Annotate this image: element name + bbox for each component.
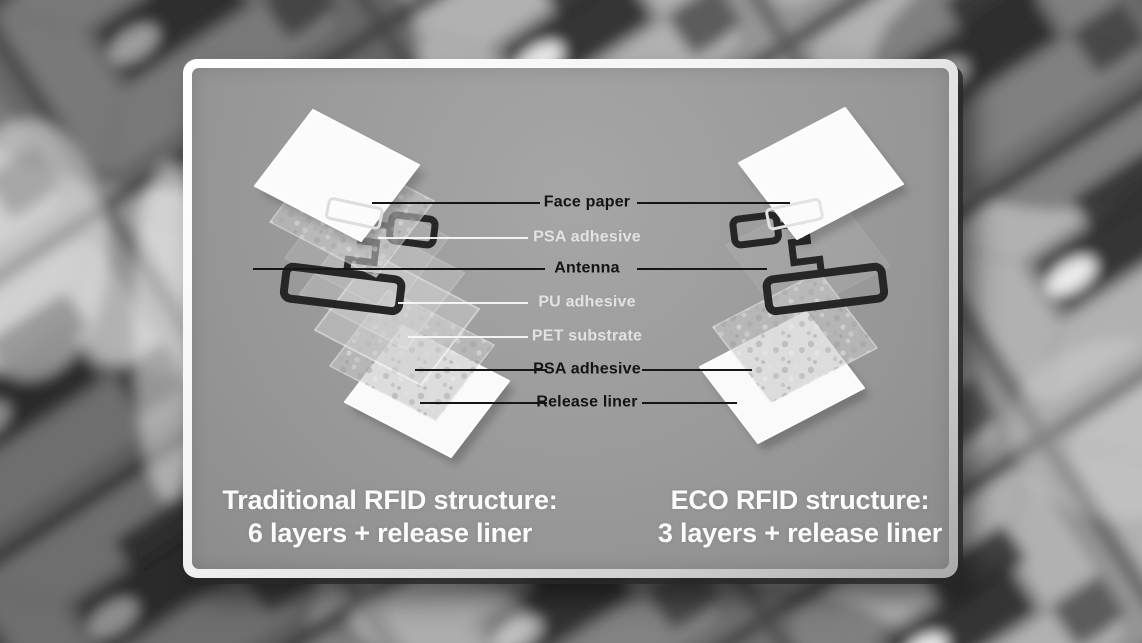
leader-line-right bbox=[637, 268, 767, 270]
leader-line-right bbox=[642, 402, 737, 404]
layer-label: Face paper bbox=[543, 193, 631, 211]
layer-label: Release liner bbox=[536, 393, 638, 411]
layer-label: PU adhesive bbox=[538, 293, 636, 311]
caption-line-1: ECO RFID structure: bbox=[670, 485, 930, 515]
leader-line-left bbox=[378, 237, 528, 239]
traditional-structure-caption: Traditional RFID structure: 6 layers + r… bbox=[190, 484, 590, 550]
eco-structure-caption: ECO RFID structure: 3 layers + release l… bbox=[600, 484, 1000, 550]
leader-line-right bbox=[642, 369, 752, 371]
layer-label: Antenna bbox=[554, 259, 620, 277]
caption-line-1: Traditional RFID structure: bbox=[222, 485, 558, 515]
caption-line-2: 6 layers + release liner bbox=[247, 518, 533, 548]
layer-label: PSA adhesive bbox=[533, 360, 641, 378]
leader-line-right bbox=[637, 202, 790, 204]
layer-label: PSA adhesive bbox=[533, 228, 641, 246]
layer-label: PET substrate bbox=[531, 327, 643, 345]
caption-line-2: 3 layers + release liner bbox=[657, 518, 943, 548]
leader-line-left bbox=[372, 202, 540, 204]
